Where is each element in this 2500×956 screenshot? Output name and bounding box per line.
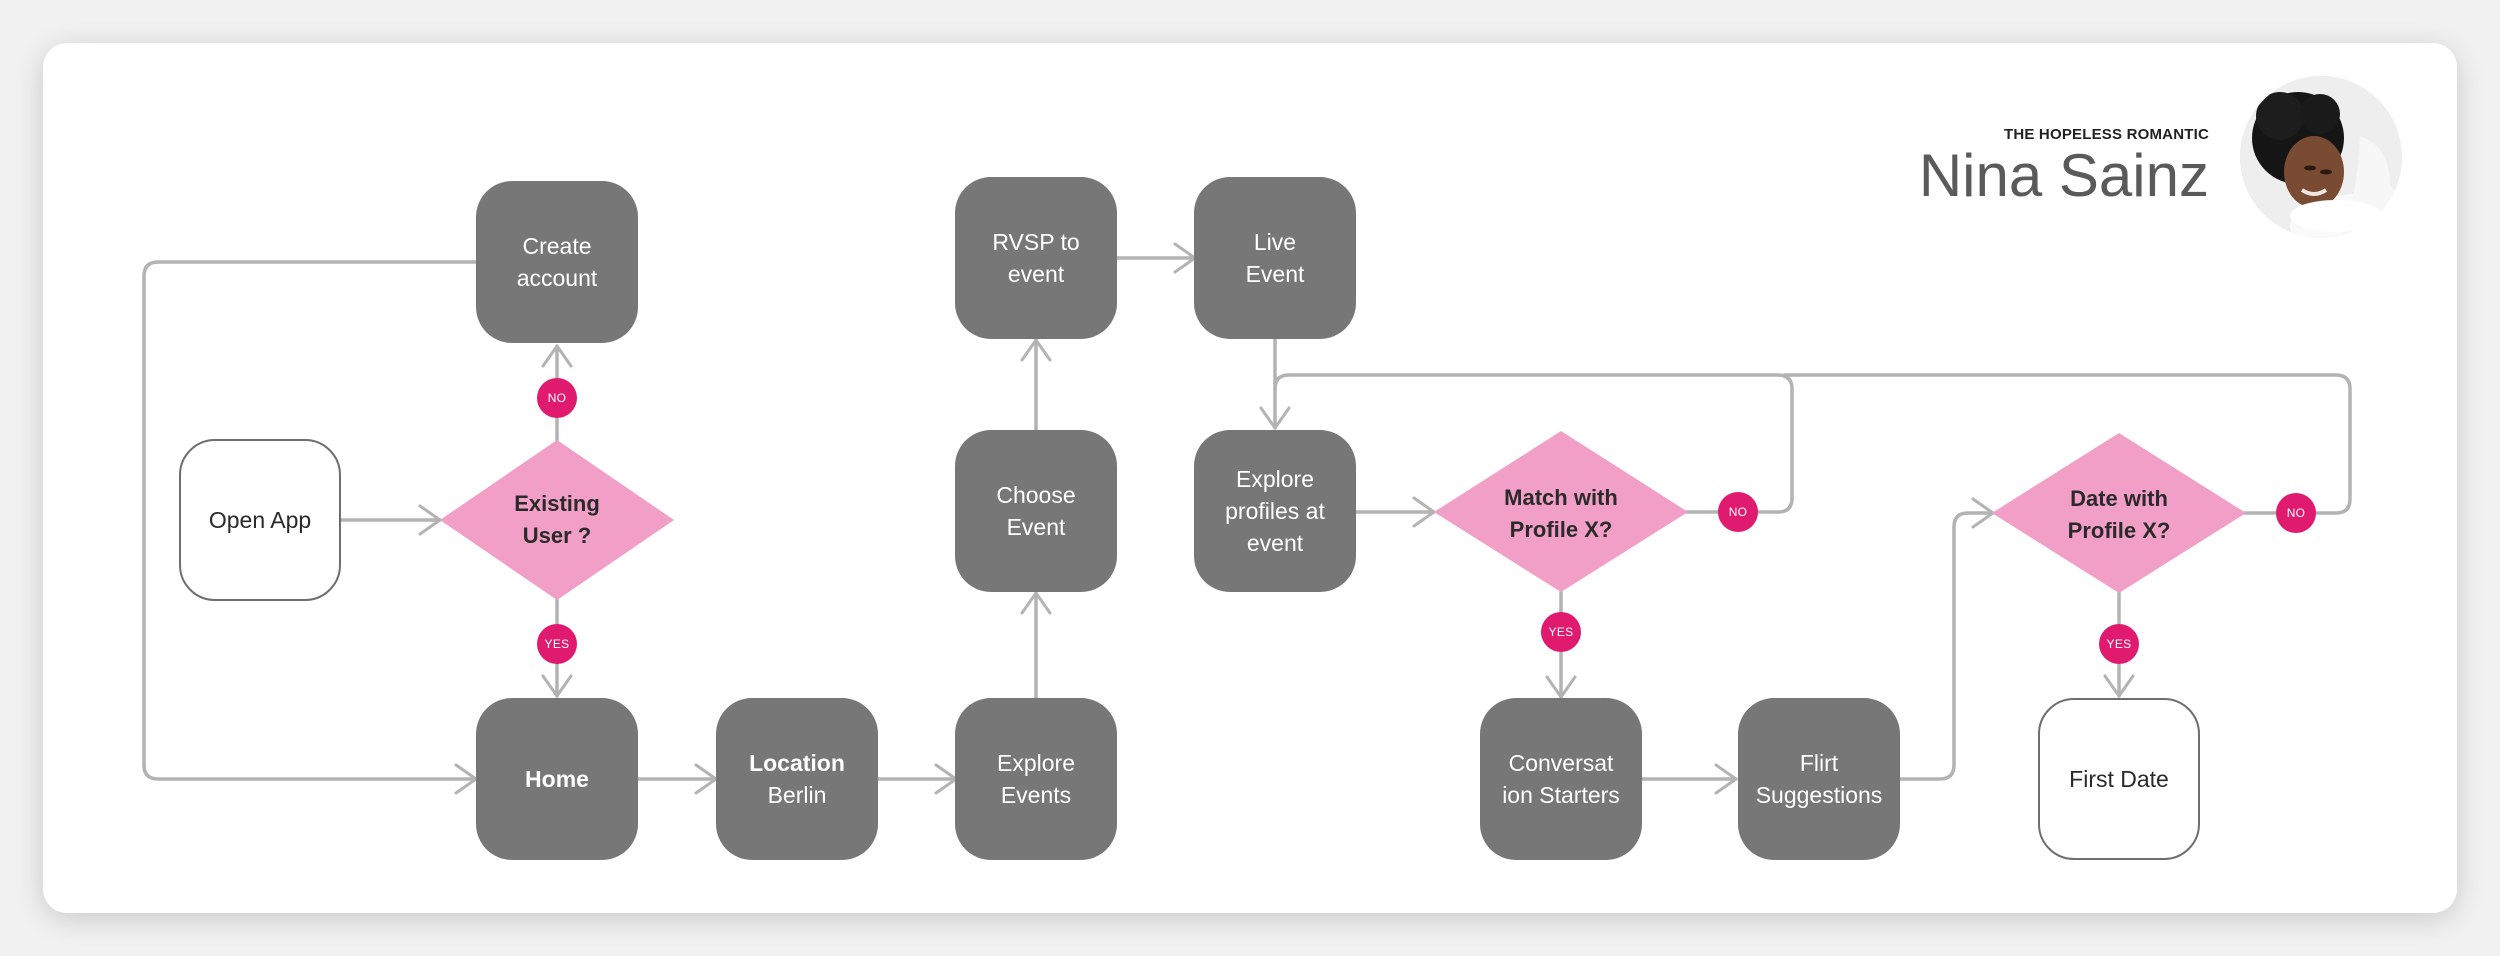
node-first-date: First Date (2038, 698, 2200, 860)
node-explore-events: Explore Events (955, 698, 1117, 860)
node-flirt-line1: Flirt (1799, 750, 1839, 776)
node-explore-events-line1: Explore (997, 750, 1075, 776)
node-explore-profiles-line1: Explore (1236, 466, 1314, 492)
persona-avatar (2240, 76, 2402, 238)
node-explore-profiles-line2: profiles at (1225, 498, 1325, 524)
node-open-app: Open App (179, 439, 341, 601)
connector-createaccount-home (142, 260, 478, 795)
badge-no-existing-user: NO (537, 378, 577, 418)
decision-match-line2: Profile X? (1509, 517, 1613, 542)
connector-flirt-date (1896, 497, 1995, 781)
node-create-account: Create account (476, 181, 638, 343)
decision-existing-user-line2: User ? (522, 523, 592, 548)
badge-yes-date: YES (2099, 624, 2139, 664)
node-rsvp-line1: RVSP to (992, 229, 1080, 255)
node-create-account-line2: account (516, 265, 598, 291)
node-flirt-line2: Suggestions (1755, 782, 1883, 808)
decision-date-line1: Date with (2070, 486, 2168, 511)
decision-diamond-date (1992, 433, 2246, 593)
node-rsvp: RVSP to event (955, 177, 1117, 339)
node-first-date-label: First Date (2069, 766, 2169, 792)
node-location: Location Berlin (716, 698, 878, 860)
badge-no-date: NO (2276, 493, 2316, 533)
node-explore-profiles-line3: event (1246, 530, 1304, 556)
node-choose-event-line2: Event (1006, 514, 1066, 540)
persona-subtitle: THE HOPELESS ROMANTIC (2003, 126, 2209, 143)
node-explore-profiles: Explore profiles at event (1194, 430, 1356, 592)
node-conversation-starters: Conversat ion Starters (1480, 698, 1642, 860)
decision-diamond-match (1434, 431, 1688, 592)
node-choose-event-line1: Choose (996, 482, 1076, 508)
node-location-line2: Berlin (767, 782, 827, 808)
connector-date-no-loop (1783, 373, 2352, 515)
node-conversation-line2: ion Starters (1502, 782, 1620, 808)
decision-date-profile: Date with Profile X? (2029, 479, 2209, 551)
node-live-event-line1: Live (1253, 229, 1297, 255)
decision-match-profile: Match with Profile X? (1471, 478, 1651, 550)
decision-existing-user-line1: Existing (514, 491, 600, 516)
node-live-event-line2: Event (1245, 261, 1305, 287)
node-rsvp-line2: event (1007, 261, 1065, 287)
connector-match-no-loop (1273, 373, 1794, 514)
persona-name: Nina Sainz (1918, 142, 2209, 209)
node-flirt-suggestions: Flirt Suggestions (1738, 698, 1900, 860)
decision-match-line1: Match with (1504, 485, 1618, 510)
node-choose-event: Choose Event (955, 430, 1117, 592)
node-explore-events-line2: Events (1000, 782, 1072, 808)
badge-yes-existing-user: YES (537, 624, 577, 664)
badge-no-match: NO (1718, 492, 1758, 532)
decision-date-line2: Profile X? (2067, 518, 2171, 543)
node-location-line1: Location (749, 750, 845, 776)
node-create-account-line1: Create (522, 233, 592, 259)
decision-diamond-existing-user (440, 440, 674, 600)
node-home: Home (476, 698, 638, 860)
decision-existing-user: Existing User ? (477, 484, 637, 556)
node-live-event: Live Event (1194, 177, 1356, 339)
node-conversation-line1: Conversat (1508, 750, 1614, 776)
badge-yes-match: YES (1541, 612, 1581, 652)
node-open-app-label: Open App (208, 507, 312, 533)
node-home-label: Home (525, 766, 589, 792)
